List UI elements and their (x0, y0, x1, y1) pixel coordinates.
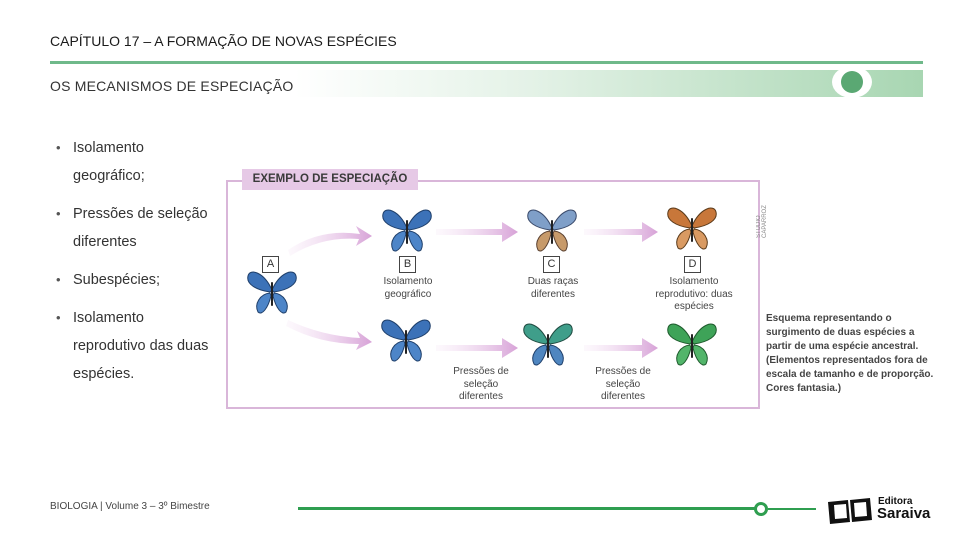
stage-d-box: D (684, 256, 701, 273)
butterfly-ancestral-icon (247, 271, 297, 314)
arrow-a-b-upper (288, 226, 372, 256)
arrow-c-d-lower (584, 338, 658, 358)
bullet-item: • Isolamento reprodutivo das duas espéci… (54, 304, 214, 388)
book-logo-icon (828, 498, 872, 524)
butterfly-c-lower-icon (523, 323, 573, 366)
butterfly-b-upper-icon (382, 209, 432, 252)
footer-divider (298, 507, 756, 510)
bullet-item: • Subespécies; (54, 266, 214, 294)
label-geographic-isolation: Isolamento geográfico (383, 276, 433, 300)
bullet-item: • Isolamento geográfico; (54, 134, 214, 190)
butterfly-d-upper-icon (667, 207, 717, 250)
arrow-a-b-lower (286, 320, 372, 350)
arrow-c-d-upper (584, 222, 658, 242)
bullet-icon: • (56, 140, 61, 155)
arrow-b-c-lower (436, 338, 518, 358)
bullet-text: Isolamento geográfico; (73, 140, 145, 184)
bullet-list: • Isolamento geográfico; • Pressões de s… (54, 134, 214, 398)
label-reproductive-isolation: Isolamento reprodutivo: duas espécies (655, 276, 733, 312)
section-title: OS MECANISMOS DE ESPECIAÇÃO (50, 78, 294, 94)
figure-title: EXEMPLO DE ESPECIAÇÃO (242, 169, 418, 190)
header-divider (50, 61, 923, 64)
butterfly-d-lower-icon (667, 323, 717, 366)
bullet-icon: • (56, 206, 61, 221)
stage-c-box: C (543, 256, 560, 273)
logo-text-saraiva: Saraiva (877, 505, 931, 522)
arrow-b-c-upper (436, 222, 518, 242)
footer-text: BIOLOGIA | Volume 3 – 3º Bimestre (50, 501, 210, 512)
bullet-text: Pressões de seleção diferentes (73, 206, 208, 250)
chapter-title: CAPÍTULO 17 – A FORMAÇÃO DE NOVAS ESPÉCI… (50, 33, 397, 49)
section-band (50, 70, 923, 97)
butterfly-c-upper-icon (527, 209, 577, 252)
bullet-text: Isolamento reprodutivo das duas espécies… (73, 310, 209, 382)
stage-b-box: B (399, 256, 416, 273)
footer-ring-icon (754, 502, 768, 516)
section-dot-icon (832, 66, 872, 98)
footer-divider-end (768, 508, 816, 510)
label-selection-pressure-2: Pressões de seleção diferentes (595, 366, 651, 402)
label-two-races: Duas raças diferentes (527, 276, 579, 300)
bullet-icon: • (56, 310, 61, 325)
butterfly-b-lower-icon (381, 319, 431, 362)
figure-caption: Esquema representando o surgimento de du… (766, 313, 934, 394)
speciation-figure (226, 180, 760, 409)
stage-a-box: A (262, 256, 279, 273)
bullet-text: Subespécies; (73, 272, 161, 288)
label-selection-pressure-1: Pressões de seleção diferentes (453, 366, 509, 402)
logo-text-editora: Editora (878, 496, 913, 507)
bullet-icon: • (56, 272, 61, 287)
bullet-item: • Pressões de seleção diferentes (54, 200, 214, 256)
